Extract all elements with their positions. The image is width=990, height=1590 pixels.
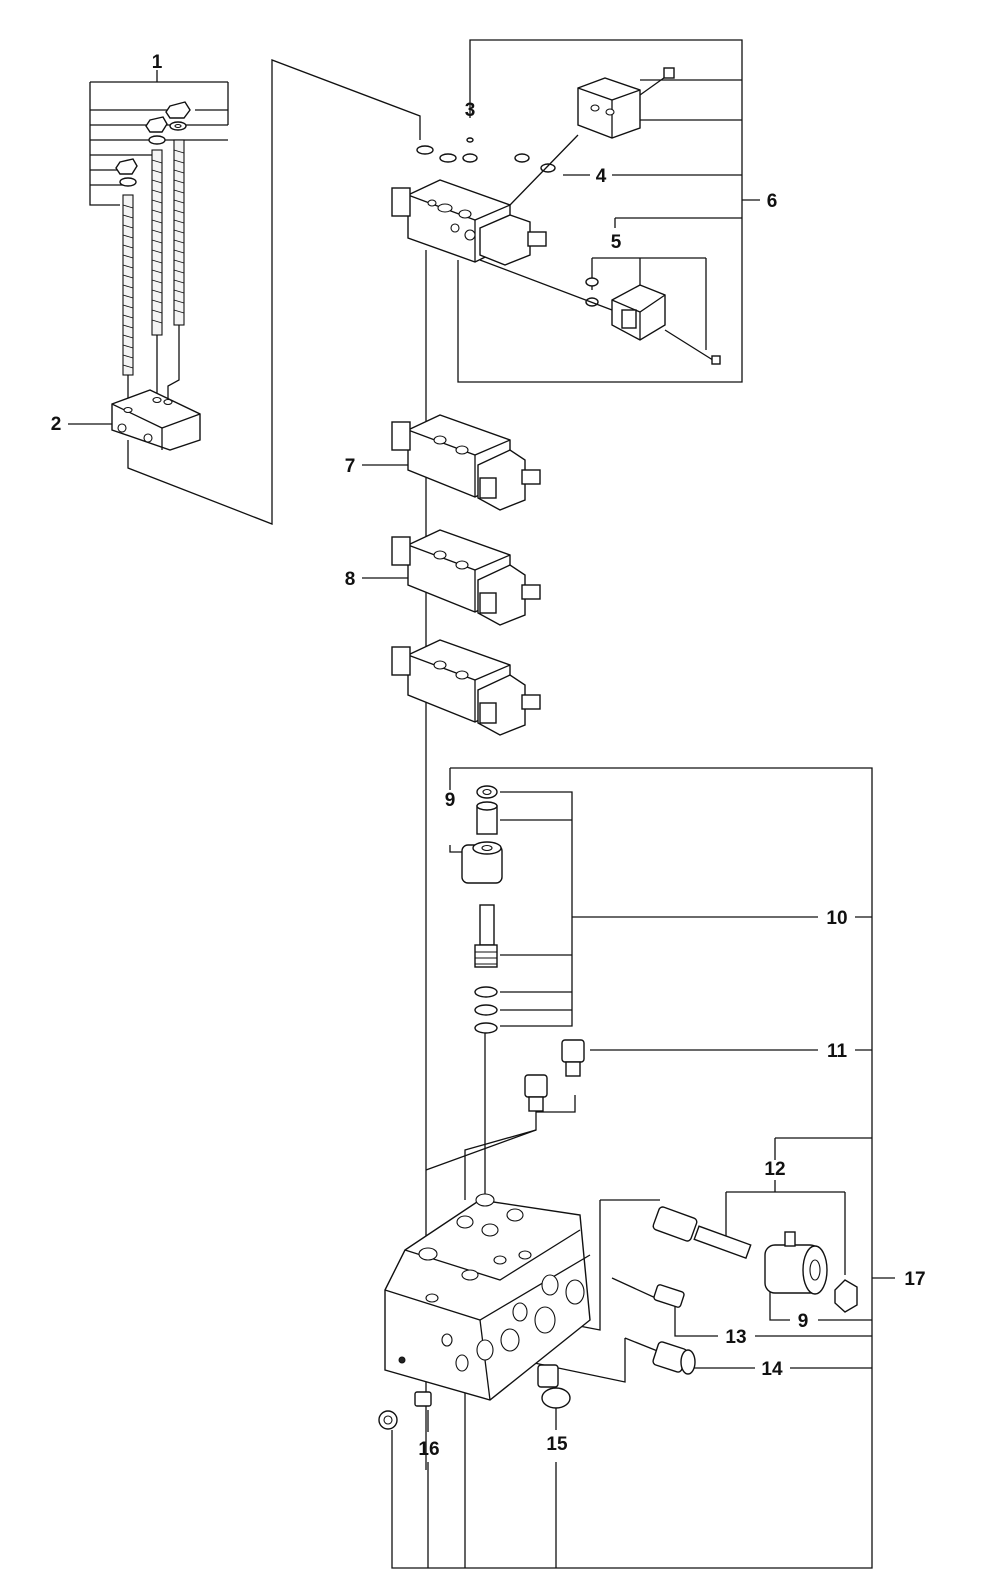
callout-13: 13 bbox=[725, 1327, 746, 1348]
callout-10: 10 bbox=[826, 908, 847, 929]
callout-11: 11 bbox=[827, 1041, 848, 1062]
nuts-washers bbox=[115, 101, 191, 187]
manifold-block bbox=[384, 1193, 591, 1401]
callout-6: 6 bbox=[767, 191, 778, 212]
callout-12: 12 bbox=[764, 1159, 785, 1180]
callout-3: 3 bbox=[465, 100, 476, 121]
valve-section-7 bbox=[391, 414, 541, 511]
fittings-small bbox=[378, 1284, 696, 1430]
callout-7: 7 bbox=[345, 456, 356, 477]
valve-section-top bbox=[391, 67, 721, 365]
callout-16: 16 bbox=[418, 1439, 439, 1460]
solenoid-stack bbox=[461, 785, 503, 1034]
callout-9-lower: 9 bbox=[798, 1311, 809, 1332]
callout-9-upper: 9 bbox=[445, 790, 456, 811]
callout-15: 15 bbox=[546, 1434, 568, 1455]
callout-2: 2 bbox=[51, 414, 62, 435]
callout-4: 4 bbox=[596, 166, 607, 187]
callout-17: 17 bbox=[904, 1269, 925, 1290]
cartridge-valve-right bbox=[652, 1206, 858, 1313]
mounting-block bbox=[111, 389, 201, 451]
callout-1: 1 bbox=[152, 52, 163, 73]
callout-5: 5 bbox=[611, 232, 622, 253]
valve-section-8 bbox=[391, 529, 541, 626]
valve-section-end bbox=[391, 639, 541, 736]
callout-labels: 1 2 3 4 5 6 7 8 9 10 11 12 9 13 14 15 16… bbox=[51, 52, 926, 1460]
threaded-rods bbox=[122, 139, 185, 410]
callout-14: 14 bbox=[761, 1359, 783, 1380]
callout-8: 8 bbox=[345, 569, 356, 590]
plugs-item-11 bbox=[524, 1039, 585, 1112]
